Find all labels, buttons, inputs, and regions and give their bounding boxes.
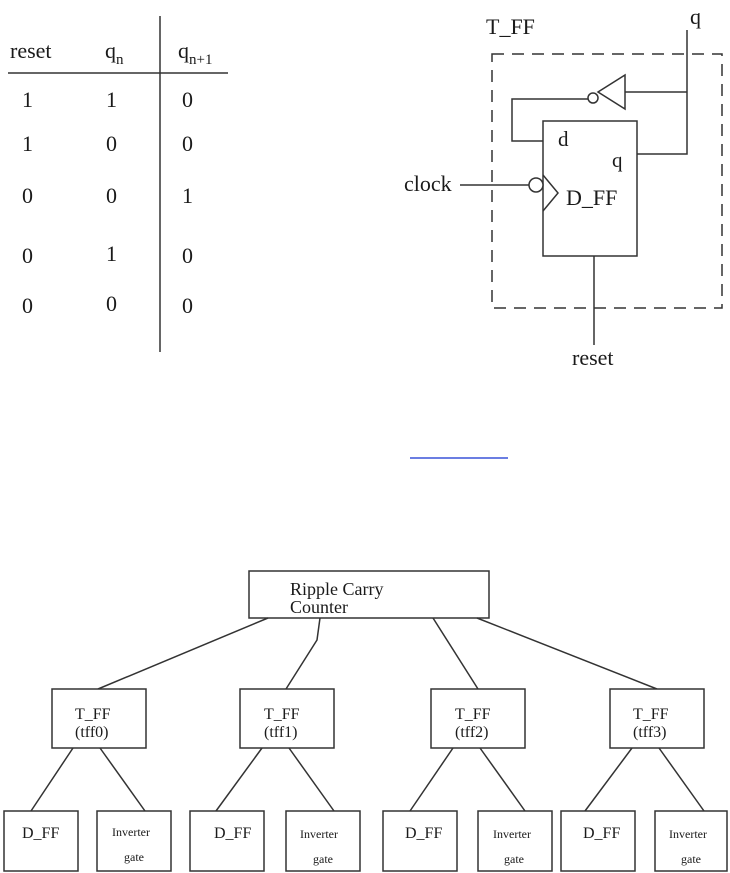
clock-edge-triangle-icon [542,174,559,212]
link-tff3-inverter [658,747,705,812]
tff2-name: T_FF [455,706,491,723]
tff1-dff-leaf [189,810,265,872]
tff0-name: T_FF [75,706,111,723]
dff-d-pin-label: d [558,127,569,151]
tff3-inverter-line1: Inverter [669,827,707,841]
link-tff1-inverter [288,747,335,812]
tff-module-boundary [491,53,723,309]
inverter-bubble-icon [587,92,599,104]
tff2-inverter-line2: gate [504,852,524,866]
header-qn-plus-1: qn+1 [178,38,212,68]
tff2-box [430,688,526,749]
cell-r4-qn1: 0 [182,293,193,318]
tff2-instance: (tff2) [455,724,488,741]
tff0-inverter-leaf [96,810,172,872]
truth-table: reset qn qn+1 1 1 0 1 0 0 0 0 1 0 1 0 0 … [8,16,228,352]
cell-r3-qn1: 0 [182,243,193,268]
tff-circuit: T_FF q d q D_FF clock reset [404,4,723,370]
tff0-inverter-line2: gate [124,850,144,864]
link-root-tff2 [432,617,479,690]
link-tff2-inverter [479,747,526,812]
tff3-box [609,688,705,749]
cell-r4-reset: 0 [22,293,33,318]
q-output-wire [637,30,688,155]
link-tff0-dff [30,747,74,812]
cell-r0-reset: 1 [22,87,33,112]
cell-r3-qn: 1 [106,241,117,266]
link-tff2-dff [409,747,454,812]
dff-q-pin-label: q [612,148,623,172]
tff1-inverter-leaf [285,810,361,872]
tff3-instance: (tff3) [633,724,666,741]
reset-label: reset [572,345,614,370]
cell-r1-qn: 0 [106,131,117,156]
tff1-name: T_FF [264,706,300,723]
link-root-tff3 [476,617,658,690]
cell-r2-qn: 0 [106,183,117,208]
tff2-inverter-leaf [477,810,553,872]
root-label-line1: Ripple Carry [290,579,383,599]
dff-block [542,120,638,257]
tff3-dff-label: D_FF [583,825,620,842]
tff1-box [239,688,335,749]
link-tff1-dff [215,747,263,812]
tff0-instance: (tff0) [75,724,108,741]
header-reset: reset [10,38,52,63]
tff3-inverter-leaf [654,810,728,872]
cell-r0-qn: 1 [106,87,117,112]
tff-output-q-label: q [690,4,701,29]
tff1-dff-label: D_FF [214,825,251,842]
tff1-inverter-line1: Inverter [300,827,338,841]
tff3-inverter-line2: gate [681,852,701,866]
tff0-dff-label: D_FF [22,825,59,842]
cell-r2-reset: 0 [22,183,33,208]
dff-name-label: D_FF [566,185,617,210]
module-hierarchy: Ripple Carry Counter T_FF (tff0) T_FF (t… [3,570,728,872]
cell-r1-qn1: 0 [182,131,193,156]
tff0-dff-leaf [3,810,79,872]
tff2-dff-leaf [382,810,458,872]
tff3-name: T_FF [633,706,669,723]
tff3-dff-leaf [560,810,636,872]
header-qn: qn [105,38,124,68]
tff0-box [51,688,147,749]
inverter-triangle-icon [596,73,626,111]
clock-label: clock [404,171,452,196]
cell-r1-reset: 1 [22,131,33,156]
tff1-inverter-line2: gate [313,852,333,866]
link-root-tff0 [97,617,269,690]
link-root-tff1 [285,617,321,690]
root-ripple-carry-counter-box [248,570,490,619]
cell-r3-reset: 0 [22,243,33,268]
tff2-dff-label: D_FF [405,825,442,842]
tff1-instance: (tff1) [264,724,297,741]
cell-r0-qn1: 0 [182,87,193,112]
cell-r4-qn: 0 [106,291,117,316]
tff2-inverter-line1: Inverter [493,827,531,841]
link-tff3-dff [584,747,633,812]
root-label-line2: Counter [290,597,348,617]
feedback-wire-to-d [511,98,588,142]
link-tff0-inverter [99,747,146,812]
clock-inversion-bubble-icon [528,177,544,193]
tff-module-label: T_FF [486,14,535,39]
cell-r2-qn1: 1 [182,183,193,208]
tff0-inverter-line1: Inverter [112,825,150,839]
